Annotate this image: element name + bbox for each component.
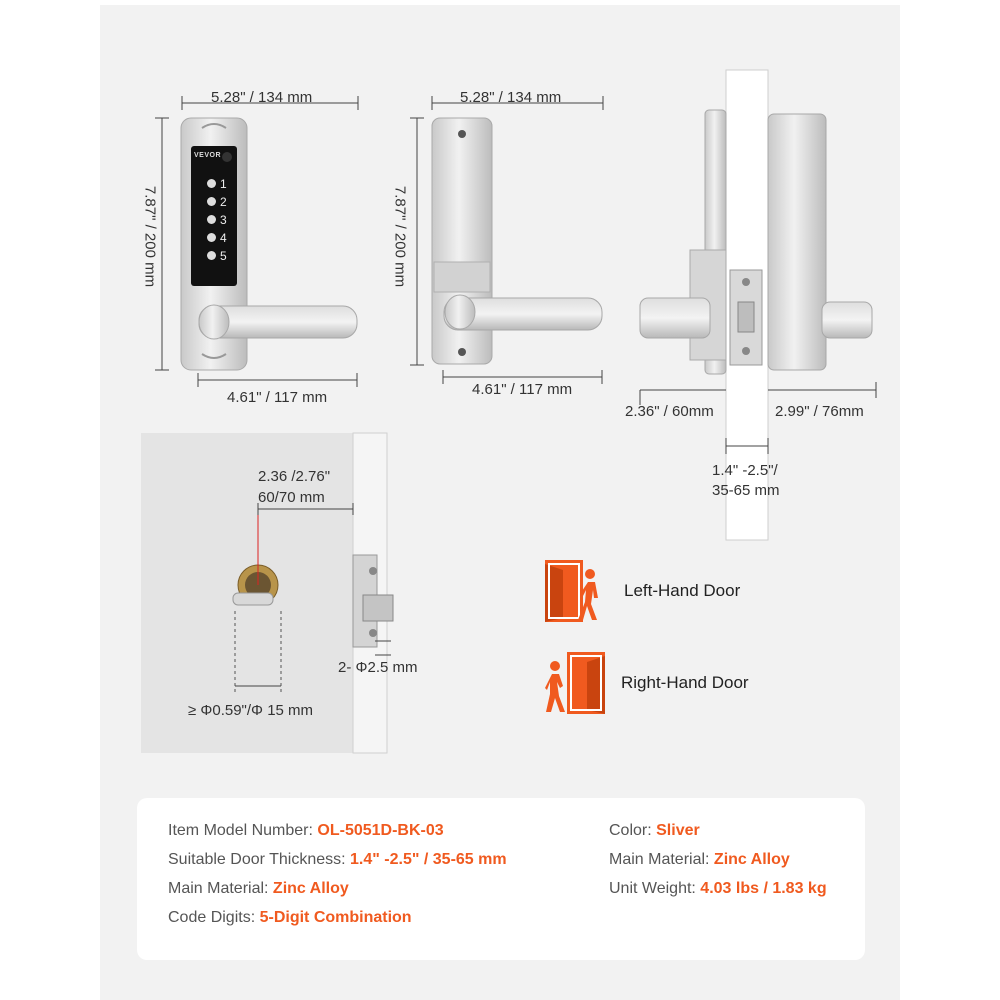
keypad-brand: VEVOR [194,152,222,159]
spec-card [137,798,865,960]
key-dot-icon [207,179,216,188]
side-thickness-label-1: 1.4" -2.5"/ [712,462,778,479]
bore-hole-label: ≥ Φ0.59"/Φ 15 mm [188,702,314,719]
install-diagram [232,432,394,754]
backset-label-1: 2.36 /2.76" [258,468,331,485]
spec-main-material: Main Material: Zinc Alloy [168,880,349,897]
keypad-key-2: 2 [207,195,233,209]
side-outer-label: 2.36" / 60mm [625,403,714,420]
spec-model: Item Model Number: OL-5051D-BK-03 [168,822,444,839]
screw-hole-label: 2- Φ2.5 mm [338,659,418,676]
key-dot-icon [207,251,216,260]
left-hand-door-label: Left-Hand Door [624,581,741,600]
spec-main-material-2: Main Material: Zinc Alloy [609,851,790,868]
side-inner-label: 2.99" / 76mm [775,403,864,420]
spec-code-digits: Code Digits: 5-Digit Combination [168,909,412,926]
back-height-label: 7.87" / 200 mm [391,185,409,288]
keypad-key-1: 1 [207,177,233,191]
right-hand-door-label: Right-Hand Door [621,673,749,692]
back-view-diagram [410,96,604,384]
spec-unit-weight: Unit Weight: 4.03 lbs / 1.83 kg [609,880,827,897]
spec-color: Color: Sliver [609,822,700,839]
front-width-top-label: 5.28" / 134 mm [211,89,313,106]
keypad-key-3: 3 [207,213,233,227]
key-dot-icon [207,233,216,242]
side-thickness-label-2: 35-65 mm [712,482,780,499]
left-hand-door-icon [545,560,598,622]
front-height-label: 7.87" / 200 mm [141,185,159,288]
front-width-bottom-label: 4.61" / 117 mm [227,389,328,406]
key-dot-icon [207,215,216,224]
back-width-top-label: 5.28" / 134 mm [460,89,562,106]
spec-door-thickness: Suitable Door Thickness: 1.4" -2.5" / 35… [168,851,507,868]
keypad-key-5: 5 [207,249,233,263]
key-dot-icon [207,197,216,206]
back-width-bottom-label: 4.61" / 117 mm [472,381,573,398]
keypad-key-4: 4 [207,231,233,245]
backset-label-2: 60/70 mm [258,489,325,506]
right-hand-door-icon [545,652,605,714]
side-view-diagram [639,69,877,541]
front-view-diagram [155,96,359,387]
